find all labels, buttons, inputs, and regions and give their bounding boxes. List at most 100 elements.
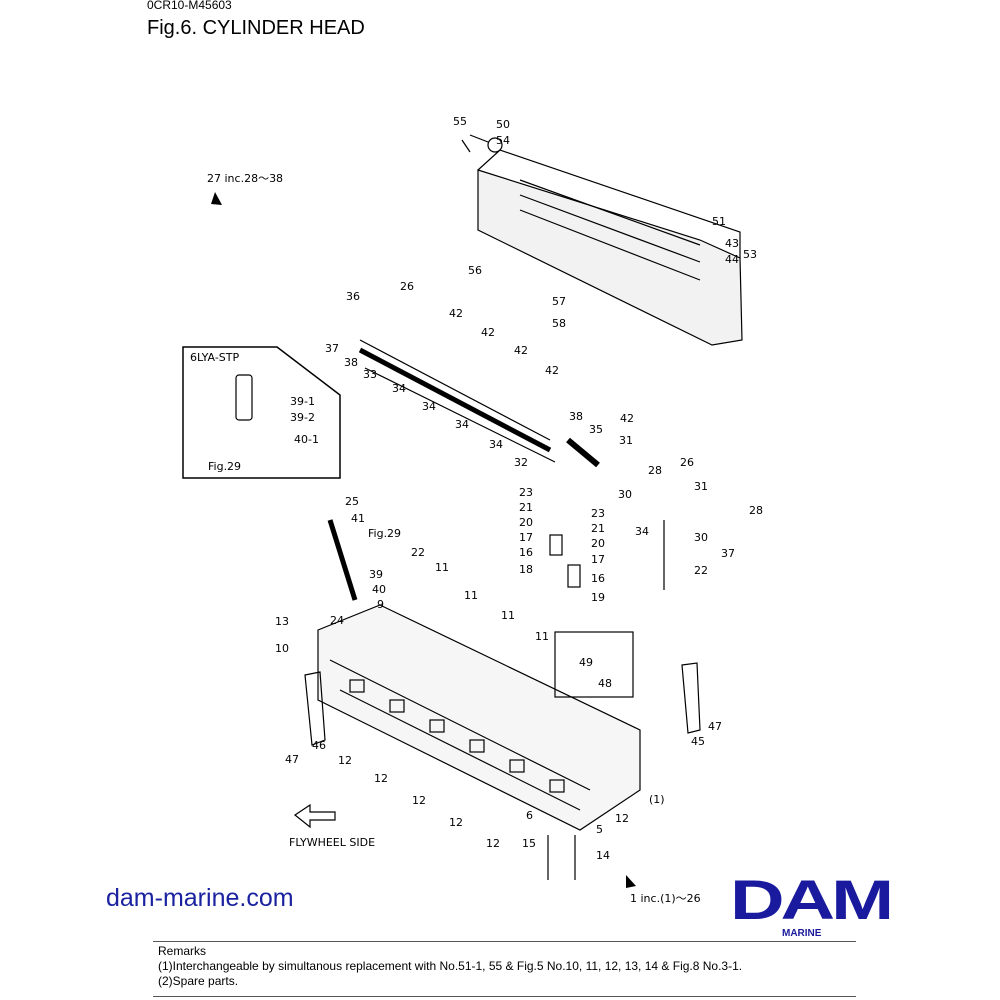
logo-subtitle: MARINE — [782, 928, 822, 939]
part-label: 18 — [519, 563, 533, 576]
part-label: (1) — [649, 793, 665, 806]
part-label: 45 — [691, 735, 705, 748]
part-label: 24 — [330, 614, 344, 627]
diagram-drawing — [182, 134, 743, 880]
flywheel-arrow — [293, 803, 336, 829]
part-label: 36 — [346, 290, 360, 303]
part-label: 27 inc.28～38 — [207, 172, 283, 185]
part-label: 41 — [351, 512, 365, 525]
part-label: 38 — [344, 356, 358, 369]
part-label: 42 — [514, 344, 528, 357]
part-label: 50 — [496, 118, 510, 131]
page-title: Fig.6. CYLINDER HEAD — [147, 17, 365, 39]
part-label: 22 — [411, 546, 425, 559]
part-label: 26 — [680, 456, 694, 469]
bracket-right — [681, 662, 701, 734]
part-label: 12 — [449, 816, 463, 829]
part-label: 11 — [535, 630, 549, 643]
part-label: 34 — [455, 418, 469, 431]
part-label: 47 — [285, 753, 299, 766]
part-label: 21 — [591, 522, 605, 535]
part-label: 12 — [486, 837, 500, 850]
part-label: 23 — [591, 507, 605, 520]
part-label: 10 — [275, 642, 289, 655]
part-label: 34 — [635, 525, 649, 538]
part-label: 37 — [325, 342, 339, 355]
website-link[interactable]: dam-marine.com — [106, 884, 294, 912]
part-label: FLYWHEEL SIDE — [289, 836, 375, 849]
part-label: 30 — [694, 531, 708, 544]
part-label: 23 — [519, 486, 533, 499]
part-label: 42 — [620, 412, 634, 425]
inset-label: 39-2 — [290, 411, 315, 424]
part-label: 21 — [519, 501, 533, 514]
part-label: 5 — [596, 823, 603, 836]
part-label: 1 inc.(1)～26 — [630, 892, 701, 905]
part-label: 12 — [374, 772, 388, 785]
part-label: 48 — [598, 677, 612, 690]
part-label: 44 — [725, 253, 739, 266]
part-label: 11 — [501, 609, 515, 622]
part-label: 42 — [449, 307, 463, 320]
part-label: 13 — [275, 615, 289, 628]
bracket-left — [304, 671, 326, 746]
part-label: 20 — [519, 516, 533, 529]
part-label: 47 — [708, 720, 722, 733]
part-label: 34 — [422, 400, 436, 413]
part-label: Fig.29 — [368, 527, 401, 540]
part-label: 12 — [338, 754, 352, 767]
inset-box-48-49 — [554, 631, 634, 698]
part-label: 15 — [522, 837, 536, 850]
part-label: 28 — [749, 504, 763, 517]
part-label: 33 — [363, 368, 377, 381]
part-label: 35 — [589, 423, 603, 436]
part-label: 17 — [591, 553, 605, 566]
part-label: 31 — [619, 434, 633, 447]
part-label: 53 — [743, 248, 757, 261]
part-label: 39 — [369, 568, 383, 581]
part-label: 17 — [519, 531, 533, 544]
inset-box — [182, 346, 341, 479]
remark-2: (2)Spare parts. — [158, 974, 239, 988]
part-label: 58 — [552, 317, 566, 330]
remarks-title: Remarks — [158, 944, 207, 958]
document-id: 0CR10-M45603 — [147, 0, 232, 12]
part-label: 12 — [412, 794, 426, 807]
part-label: 38 — [569, 410, 583, 423]
part-label: 28 — [648, 464, 662, 477]
part-label: 20 — [591, 537, 605, 550]
rocker-shaft — [358, 347, 552, 453]
part-label: 30 — [618, 488, 632, 501]
divider-top — [153, 941, 856, 942]
part-label: 26 — [400, 280, 414, 293]
part-label: 32 — [514, 456, 528, 469]
part-label: 19 — [591, 591, 605, 604]
inset-label: 40-1 — [294, 433, 319, 446]
part-label: 9 — [377, 598, 384, 611]
inset-title: 6LYA-STP — [190, 351, 239, 364]
part-label: 37 — [721, 547, 735, 560]
part-label: 31 — [694, 480, 708, 493]
part-label: 11 — [435, 561, 449, 574]
remark-1: (1)Interchangeable by simultanous replac… — [158, 959, 743, 973]
dam-logo: DAM — [730, 868, 894, 931]
inset-labels: 6LYA-STP 39-1 39-2 40-1 Fig.29 — [190, 351, 319, 473]
part-label: 55 — [453, 115, 467, 128]
part-label: 34 — [392, 382, 406, 395]
part-label: 14 — [596, 849, 610, 862]
head-ports — [349, 679, 565, 793]
part-label: 57 — [552, 295, 566, 308]
divider-bottom — [153, 996, 856, 997]
spring — [566, 437, 600, 468]
part-label: 43 — [725, 237, 739, 250]
part-label: 16 — [591, 572, 605, 585]
remarks: Remarks (1)Interchangeable by simultanou… — [158, 944, 742, 989]
part-label: 46 — [312, 739, 326, 752]
inset-label: 39-1 — [290, 395, 315, 408]
part-label: 6 — [526, 809, 533, 822]
part-label: 56 — [468, 264, 482, 277]
part-label: 42 — [481, 326, 495, 339]
part-label: 54 — [496, 134, 510, 147]
cylinder-head — [317, 604, 641, 831]
